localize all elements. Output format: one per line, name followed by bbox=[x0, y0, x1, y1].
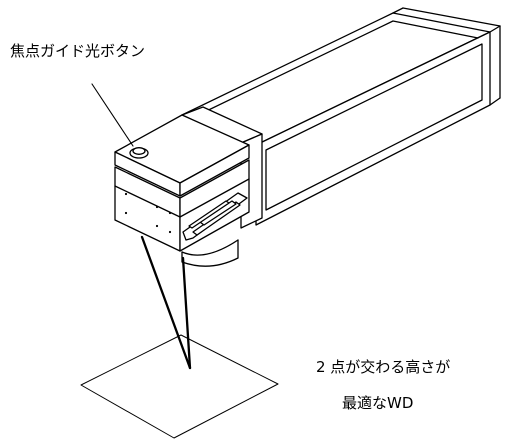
guide-beams bbox=[140, 235, 192, 370]
lens-barrel bbox=[181, 239, 239, 267]
button-leader-line bbox=[91, 83, 134, 147]
work-surface bbox=[80, 334, 279, 439]
laser-body bbox=[181, 7, 501, 226]
screws bbox=[124, 192, 172, 234]
side-vent-panel bbox=[182, 192, 248, 241]
optimal-wd-label-line1: 2 点が交わる高さが bbox=[316, 358, 451, 376]
focus-guide-button-label: 焦点ガイド光ボタン bbox=[10, 42, 146, 60]
optimal-wd-label-line2: 最適なWD bbox=[342, 394, 414, 412]
focus-guide-button bbox=[129, 147, 149, 159]
head-upper-block bbox=[114, 114, 250, 197]
